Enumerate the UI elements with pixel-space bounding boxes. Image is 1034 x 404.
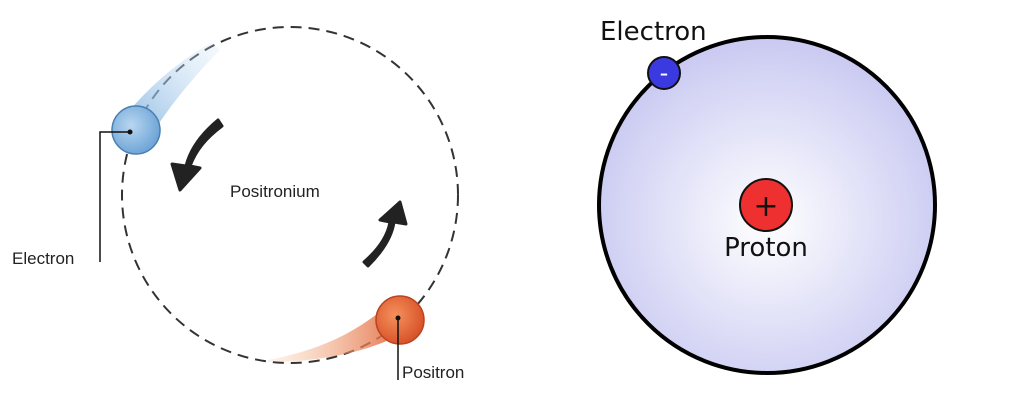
- electron-sign: -: [660, 59, 669, 87]
- proton-sign: +: [753, 189, 778, 224]
- positronium-positron: [375, 295, 425, 345]
- positronium-diagram: Electron Positron Positronium: [12, 26, 464, 382]
- positronium-electron: [111, 105, 161, 155]
- electron-leader-line: [99, 131, 130, 262]
- positronium-title: Positronium: [230, 182, 320, 201]
- rotation-arrow-top-icon: [170, 118, 224, 192]
- positronium-orbit: [121, 26, 459, 364]
- positronium-positron-label: Positron: [402, 363, 464, 382]
- positron-trail: [268, 305, 405, 362]
- hydrogen-electron: [647, 56, 681, 90]
- hydrogen-diagram: - Electron + Proton: [597, 17, 937, 375]
- hydrogen-proton: [739, 178, 793, 232]
- positronium-electron-label: Electron: [12, 249, 74, 268]
- rotation-arrow-bottom-icon: [362, 200, 408, 268]
- hydrogen-proton-label: Proton: [724, 233, 808, 263]
- hydrogen-electron-label: Electron: [600, 17, 707, 47]
